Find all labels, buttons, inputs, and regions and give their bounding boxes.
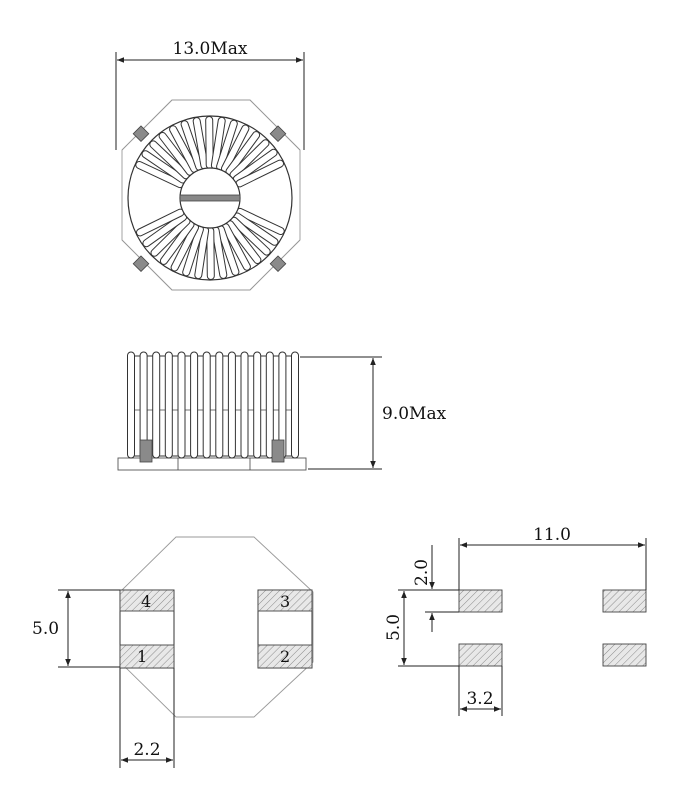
top-windings: [135, 116, 285, 280]
winding-wire: [181, 121, 203, 170]
winding-wire: [195, 227, 209, 279]
winding-wire: [193, 118, 208, 169]
winding-wire: [160, 221, 194, 264]
inner-wire-bar: [179, 194, 241, 202]
side-view: 9.0Max: [117, 351, 447, 471]
layout-pad-bottom-right: [602, 643, 647, 667]
winding-wire: [171, 224, 198, 271]
base-corner-line: [121, 99, 173, 151]
winding-wire: [236, 208, 284, 234]
layout-height-label: 5.0: [384, 614, 404, 641]
base-corner-line: [249, 99, 301, 151]
side-winding-wire: [240, 351, 249, 459]
side-winding-wire: [227, 351, 236, 459]
winding-wire: [137, 209, 184, 236]
side-winding-wire: [265, 351, 274, 459]
bottom-pad-2: [257, 644, 313, 669]
layout-width-label: 11.0: [533, 525, 571, 545]
terminal-bottom-right: [269, 255, 287, 273]
bottom-view: 4 1 3 2 5.0 2.2: [32, 536, 314, 768]
winding-wire: [183, 226, 203, 276]
winding-wire: [217, 120, 237, 170]
winding-wire: [211, 117, 225, 169]
side-winding-wire: [190, 351, 199, 459]
winding-wire: [217, 226, 239, 275]
bottom-pad-width-label: 2.2: [133, 740, 160, 760]
side-base-plate: [117, 457, 307, 471]
pin-label-4: 4: [141, 592, 151, 611]
winding-wire: [222, 125, 249, 172]
top-view: 13.0Max: [115, 39, 305, 291]
bottom-pad-3: [257, 589, 313, 612]
winding-wire: [143, 214, 187, 247]
side-winding-wire: [215, 351, 224, 459]
side-height-label: 9.0Max: [382, 404, 447, 424]
bottom-height-label: 5.0: [32, 619, 59, 639]
bottom-pad-4: [119, 589, 175, 612]
winding-wire: [170, 126, 198, 172]
pin-label-1: 1: [137, 647, 147, 666]
winding-wire: [150, 141, 189, 179]
terminal-top-left: [132, 125, 150, 143]
winding-wire: [136, 162, 184, 188]
top-width-label: 13.0Max: [173, 39, 248, 59]
pin-label-2: 2: [280, 647, 290, 666]
pad-layout: 11.0 2.0 5.0 3.2: [384, 525, 647, 716]
layout-pad-top-right: [602, 589, 647, 613]
layout-pad-width-label: 3.2: [466, 689, 493, 709]
winding-wire: [142, 151, 186, 183]
winding-wire: [234, 213, 278, 245]
winding-wire: [159, 133, 193, 175]
side-winding-wire: [152, 351, 161, 459]
winding-wire: [230, 140, 269, 178]
layout-gap-label: 2.0: [412, 559, 432, 586]
winding-wire: [227, 221, 261, 263]
winding-wire: [151, 218, 190, 256]
winding-wire: [231, 217, 270, 255]
side-winding-wire: [177, 351, 186, 459]
terminal-top-right: [269, 125, 287, 143]
winding-wire: [233, 149, 277, 182]
layout-pad-bottom-left: [458, 643, 503, 667]
side-terminal-right: [271, 439, 285, 463]
pin-label-3: 3: [280, 592, 290, 611]
side-winding-wire: [291, 351, 299, 459]
side-winding-wire: [253, 351, 262, 459]
winding-wire: [226, 132, 260, 175]
side-winding-wire: [127, 351, 135, 459]
bottom-pad-1: [119, 644, 175, 669]
side-terminal-left: [139, 439, 153, 463]
side-winding-wire: [202, 351, 211, 459]
layout-pad-top-left: [458, 589, 503, 613]
winding-wire: [207, 228, 214, 279]
winding-wire: [236, 160, 283, 187]
winding-wire: [206, 117, 213, 168]
winding-wire: [222, 224, 250, 270]
side-winding-wire: [164, 351, 173, 459]
terminal-bottom-left: [132, 255, 150, 273]
winding-wire: [212, 227, 227, 278]
